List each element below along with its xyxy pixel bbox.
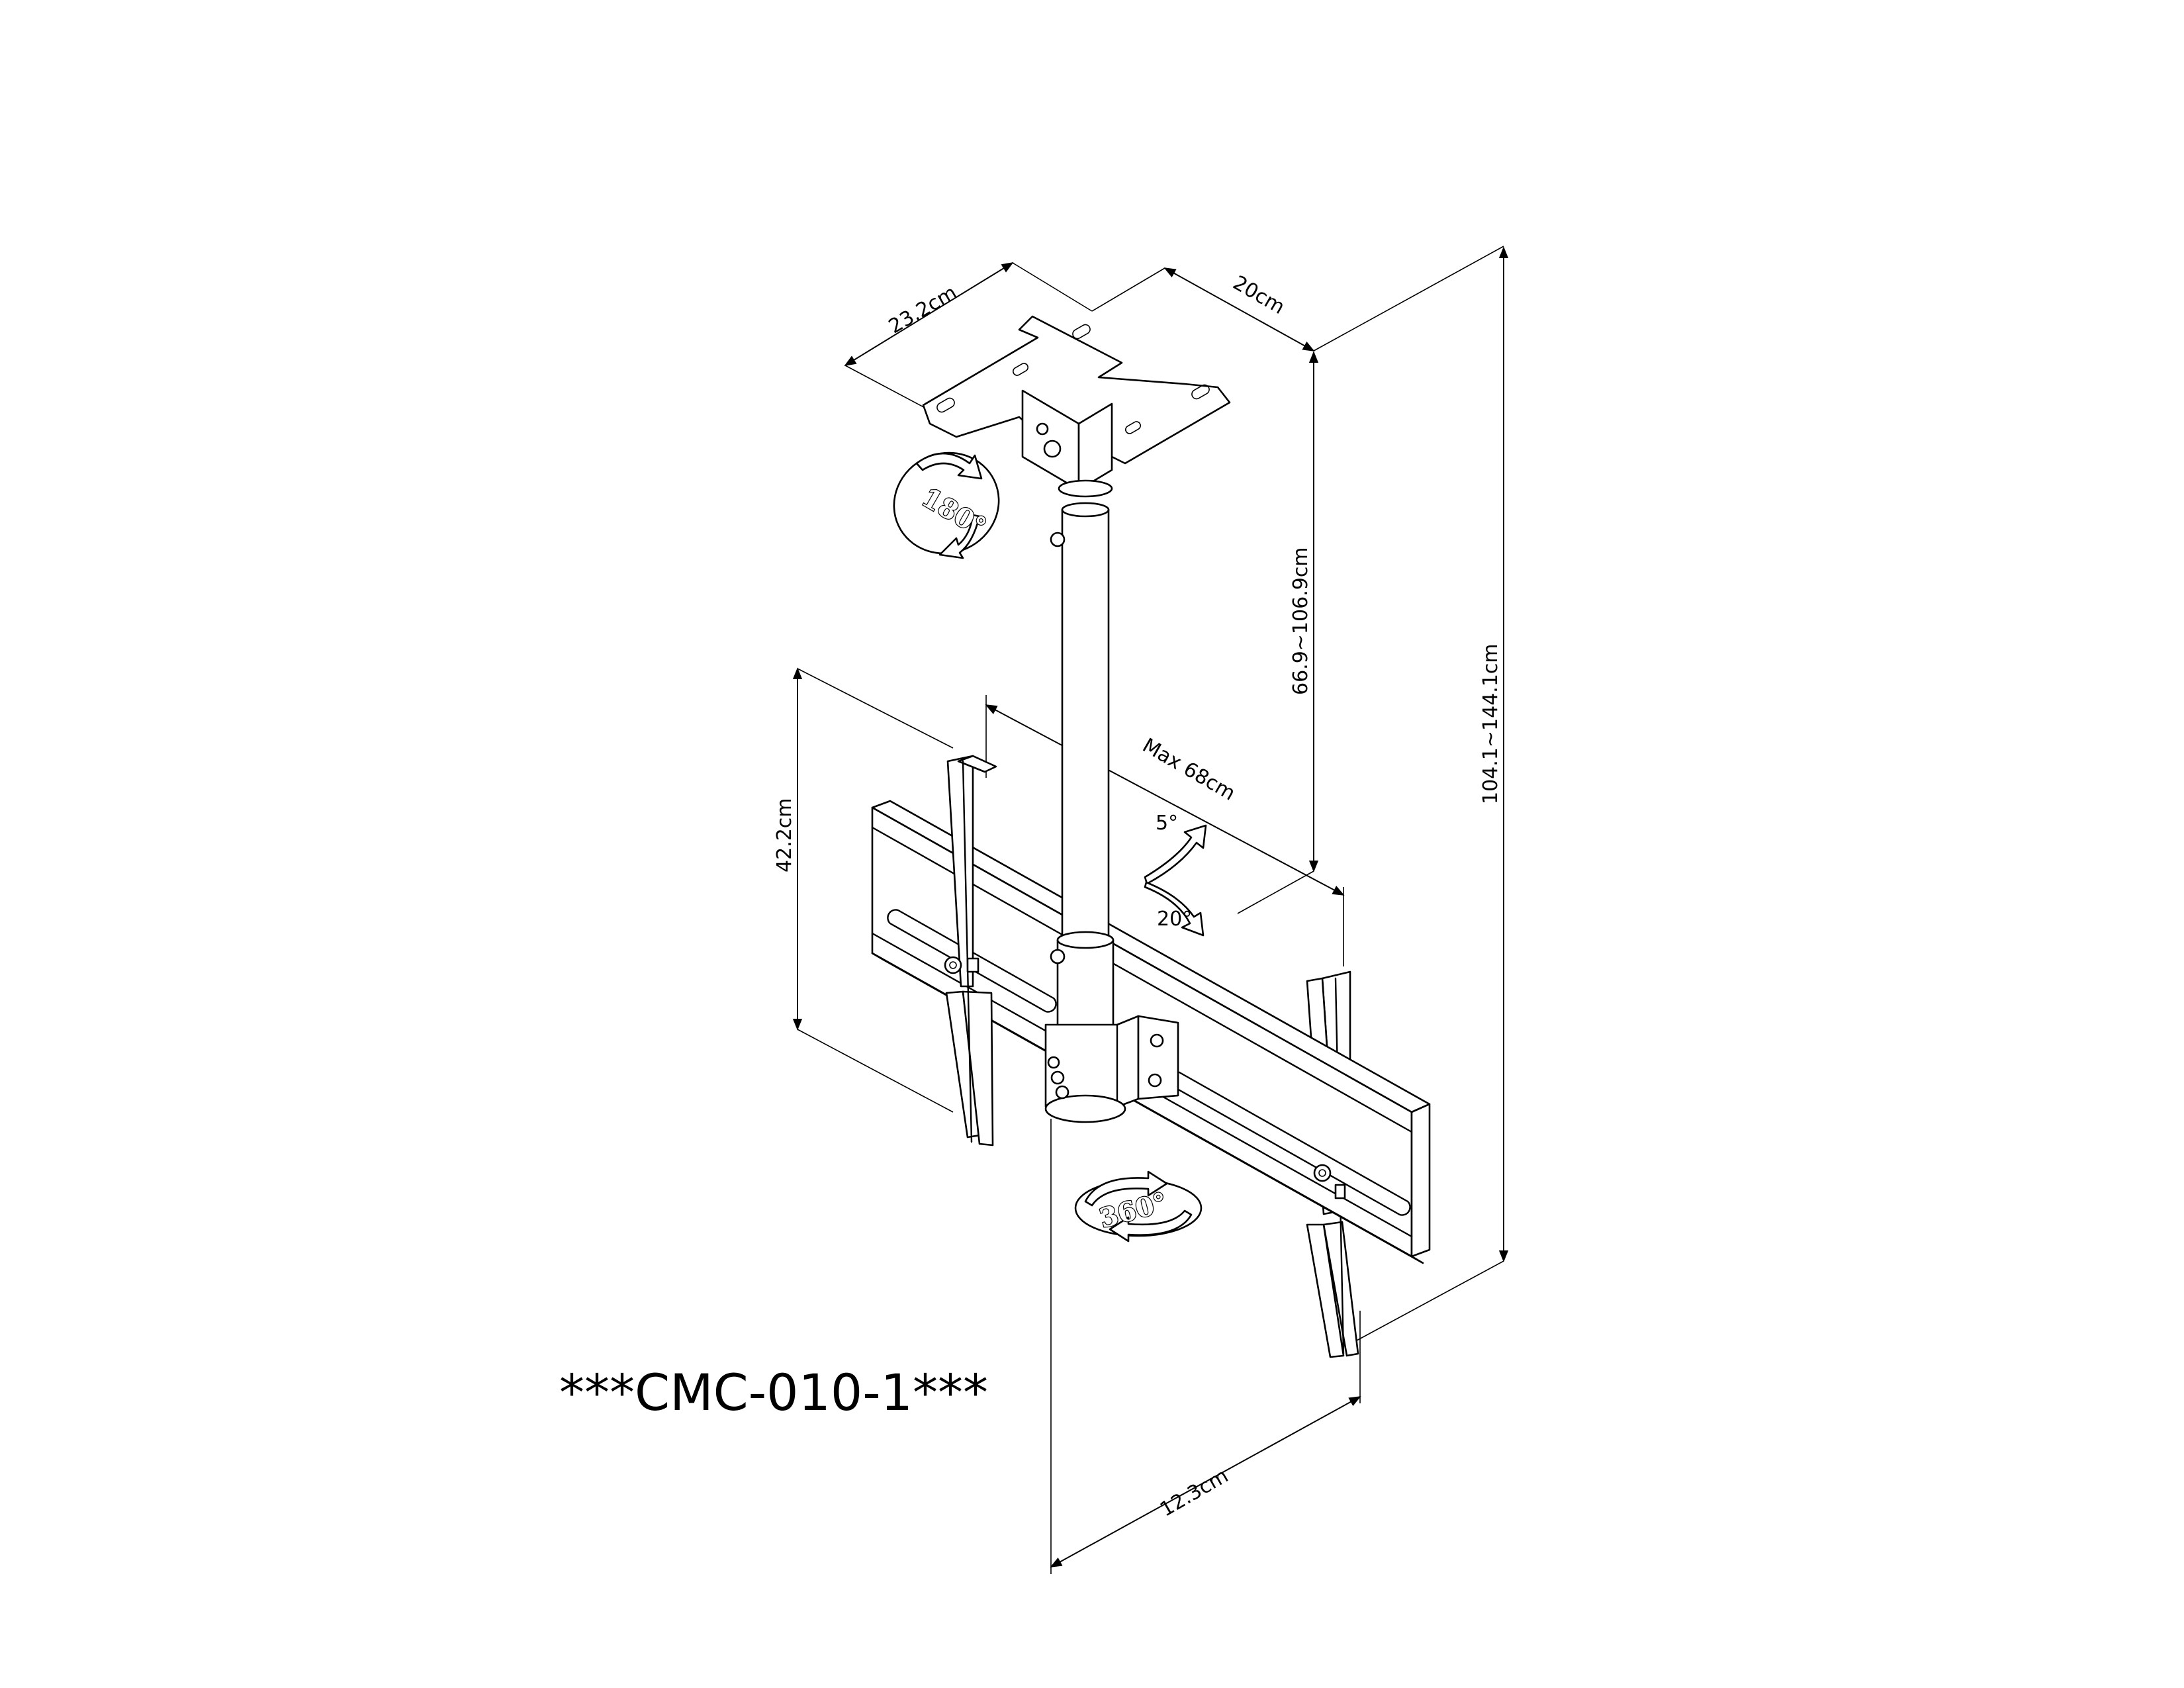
dimension-lines (792, 246, 1509, 1574)
rotation-badge-360: 360° (1074, 1170, 1203, 1243)
label-plate-depth: 23.2cm (885, 281, 961, 339)
extension-pole (1050, 502, 1115, 1037)
label-bracket-height: 42.2cm (773, 798, 796, 872)
label-pole-length: 66.9~106.9cm (1289, 547, 1312, 695)
ceiling-plate (922, 315, 1231, 498)
left-tv-bracket (944, 755, 997, 1147)
label-bottom-depth: 12.3cm (1156, 1464, 1232, 1522)
rotation-badge-180: 180° (893, 451, 1000, 559)
label-total-height: 104.1~144.1cm (1479, 643, 1502, 804)
right-bolt (1313, 1164, 1346, 1199)
label-plate-width: 20cm (1229, 271, 1289, 319)
tilt-arrows (1144, 824, 1207, 937)
label-tilt-down: 20° (1157, 908, 1192, 931)
label-tilt-up: 5° (1156, 812, 1178, 835)
model-label: ***CMC-010-1*** (559, 1363, 988, 1422)
pole-clamp (1044, 1015, 1179, 1123)
